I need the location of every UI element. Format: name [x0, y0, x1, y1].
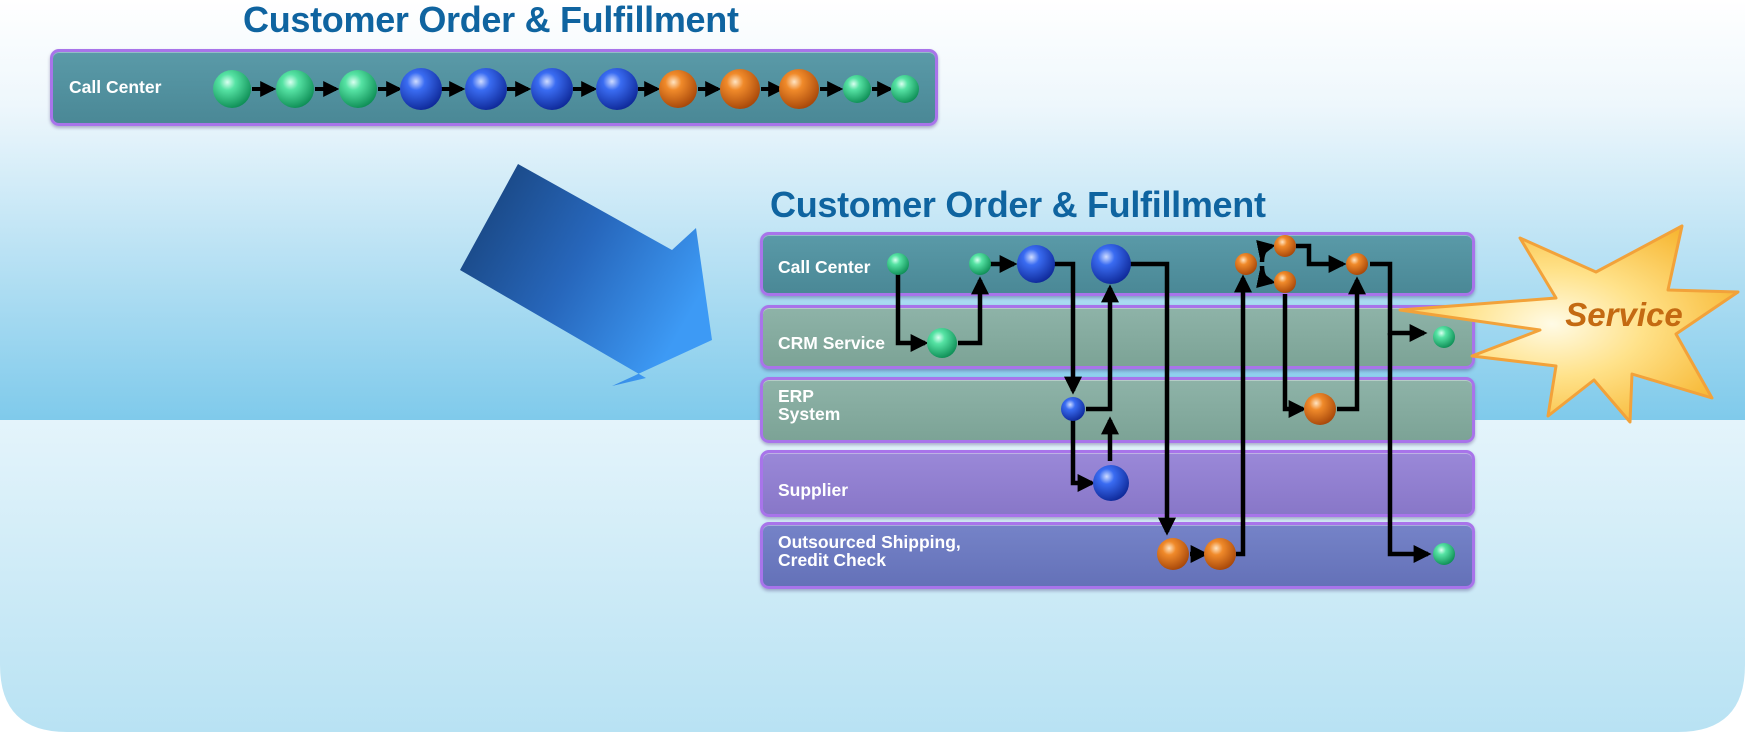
sequence-node-orange — [659, 70, 697, 108]
node-call-center-order2 — [1091, 244, 1131, 284]
sequence-node-green — [843, 75, 871, 103]
before-lane-label: Call Center — [69, 77, 162, 97]
before-sequence — [213, 68, 919, 110]
sequence-node-green — [891, 75, 919, 103]
sequence-node-orange — [720, 69, 760, 109]
node-branch-top — [1274, 235, 1296, 257]
node-call-center-start — [887, 253, 909, 275]
sequence-node-green — [213, 70, 251, 108]
node-erp — [1061, 397, 1085, 421]
sequence-node-blue — [596, 68, 638, 110]
sequence-node-green — [339, 70, 377, 108]
node-call-center-merge — [1346, 253, 1368, 275]
node-call-center-split — [1235, 253, 1257, 275]
sequence-node-blue — [465, 68, 507, 110]
lane-label-crm-service: CRM Service — [778, 333, 885, 353]
lane-outsourced-shipping — [760, 522, 1475, 589]
sequence-node-green — [276, 70, 314, 108]
sequence-node-blue — [531, 68, 573, 110]
service-badge-text: Service — [1565, 296, 1682, 333]
node-crm-end — [1433, 326, 1455, 348]
node-supplier — [1093, 465, 1129, 501]
node-crm-check — [927, 328, 957, 358]
node-shipping — [1157, 538, 1189, 570]
after-title: Customer Order & Fulfillment — [770, 184, 1266, 225]
node-credit-check — [1204, 538, 1236, 570]
lane-label-call-center: Call Center — [778, 257, 871, 277]
node-branch-bottom — [1274, 271, 1296, 293]
lane-label-supplier: Supplier — [778, 480, 849, 500]
node-erp-fulfill — [1304, 393, 1336, 425]
sequence-node-orange — [779, 69, 819, 109]
node-shipping-end — [1433, 543, 1455, 565]
lane-label-outsourced: Outsourced Shipping,Credit Check — [778, 532, 961, 570]
transition-arrow — [460, 164, 712, 386]
sequence-node-blue — [400, 68, 442, 110]
node-call-center-order — [1017, 245, 1055, 283]
node-call-center-confirm — [969, 253, 991, 275]
flow-nodes — [887, 235, 1455, 570]
service-starburst: Service — [1398, 224, 1740, 424]
before-title: Customer Order & Fulfillment — [243, 0, 739, 40]
flow-connectors — [895, 240, 1432, 563]
